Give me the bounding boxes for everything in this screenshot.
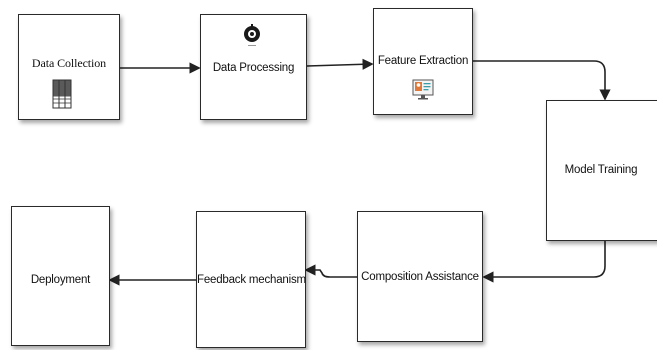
node-feature-extraction: Feature Extraction — [373, 8, 473, 115]
node-label: Model Training — [564, 164, 638, 176]
node-label: Data Collection — [31, 56, 107, 70]
node-composition-assistance: Composition Assistance — [357, 211, 483, 342]
server-rack-icon — [52, 79, 72, 109]
node-deployment: Deployment — [11, 206, 110, 346]
node-label: Feedback mechanism — [197, 274, 306, 286]
node-label: Deployment — [30, 274, 91, 286]
arrow-processing-to-extraction — [306, 58, 374, 70]
gear-icon — [244, 24, 260, 46]
node-label: Composition Assistance — [361, 271, 479, 283]
profile-monitor-icon — [412, 79, 434, 100]
arrow-training-to-composition — [482, 241, 606, 283]
node-model-training: Model Training — [546, 100, 657, 241]
node-data-collection: Data Collection — [18, 14, 120, 120]
arrow-extraction-to-training — [472, 60, 611, 101]
node-label: Data Processing — [212, 62, 295, 74]
arrow-composition-to-feedback — [304, 264, 357, 278]
node-label: Feature Extraction — [377, 55, 469, 67]
node-data-processing: Data Processing — [200, 14, 307, 120]
node-feedback-mechanism: Feedback mechanism — [196, 211, 306, 348]
